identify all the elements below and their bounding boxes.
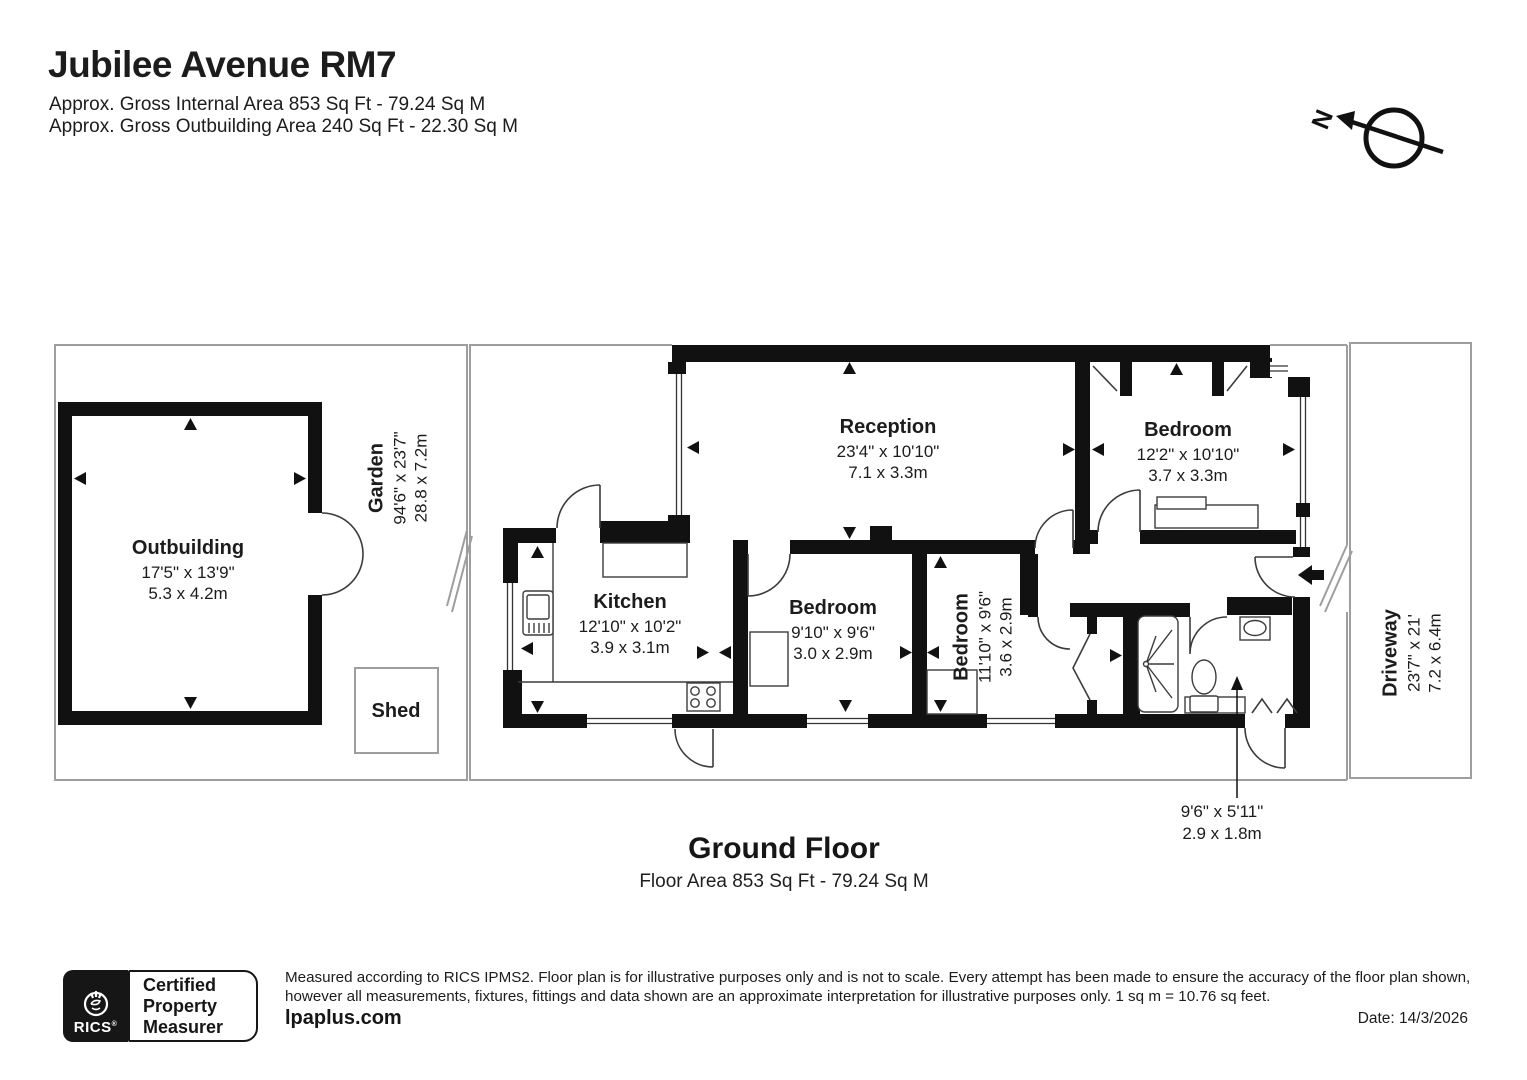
rics-badge: RICS® [63,970,128,1042]
room-label-bedroom-front: Bedroom 12'2" x 10'10" 3.7 x 3.3m [1136,419,1240,486]
garden-gate [446,529,473,613]
hob-icon [686,682,721,712]
room-label-garden: Garden 94'6" x 23'7" 28.8 x 7.2m [365,431,431,525]
direction-arrow-icons [74,362,1295,713]
room-label-driveway: Driveway 23'7" x 21' 7.2 x 6.4m [1379,609,1445,697]
walls [58,345,1310,728]
rics-brand: RICS [73,1019,112,1036]
compass-icon: N [1306,106,1444,169]
gross-internal-area: Approx. Gross Internal Area 853 Sq Ft - … [49,94,486,115]
room-label-bedroom-middle: Bedroom 11'10" x 9'6" 3.6 x 2.9m [950,591,1016,683]
back-door [674,728,714,768]
basin-icon [1239,616,1271,641]
fixtures [518,496,1271,715]
garden-boundary [54,344,468,781]
website-link: lpaplus.com [285,1007,402,1029]
date-label: Date: 14/3/2026 [1357,1010,1468,1027]
bedroom-front-wardrobe2 [1156,496,1207,510]
floor-title: Ground Floor [688,832,880,865]
windows [503,362,1310,728]
compass-north-label: N [1306,106,1339,133]
shower-icon [1137,615,1179,713]
house-plot-boundary [469,344,1348,781]
kitchen-cabinet [602,542,688,578]
sink-icon [522,590,554,636]
reception-hall-door [1034,509,1074,549]
floor-area-line: Floor Area 853 Sq Ft - 79.24 Sq M [639,871,929,892]
driveway-boundary [1349,342,1472,779]
gross-outbuilding-area: Approx. Gross Outbuilding Area 240 Sq Ft… [49,116,518,137]
room-label-kitchen: Kitchen 12'10" x 10'2" 3.9 x 3.1m [578,591,682,658]
room-label-outbuilding: Outbuilding 17'5" x 13'9" 5.3 x 4.2m [131,537,245,604]
page-title: Jubilee Avenue RM7 [48,44,397,85]
rear-right-door [1244,727,1286,769]
shed-outline [354,667,439,754]
disclaimer-line-2: however all measurements, fixtures, fitt… [285,988,1271,1005]
bedroom-middle-closet [926,669,978,715]
certified-property-measurer-badge: Certified Property Measurer [128,970,258,1042]
rics-lion-icon [83,991,108,1017]
driveway-gate [1319,544,1353,613]
plot-outlines [54,342,1472,781]
room-label-shed: Shed [371,700,421,722]
room-label-bedroom-rear: Bedroom 9'10" x 9'6" 3.0 x 2.9m [789,597,877,664]
room-label-bathroom: 9'6" x 5'11" 2.9 x 1.8m [1180,802,1264,844]
bedroom-middle-door [1037,616,1071,650]
bathroom-leader-arrow [1231,676,1243,798]
toilet-icon [1189,659,1219,713]
bathroom-door [1189,616,1228,655]
bedroom-rear-door [747,553,791,597]
kitchen-side-door [556,484,601,529]
cupboard-doors [1092,365,1248,392]
bedroom-rear-closet [749,631,789,687]
entrance-arrow-icon [1298,565,1324,585]
room-label-reception: Reception 23'4" x 10'10" 7.1 x 3.3m [836,416,940,483]
entrance-door [1254,556,1296,598]
rics-reg-mark: ® [111,1021,118,1028]
bedroom-front-door [1097,489,1141,533]
disclaimer-line-1: Measured according to RICS IPMS2. Floor … [285,969,1471,986]
outbuilding-french-doors [321,512,364,596]
